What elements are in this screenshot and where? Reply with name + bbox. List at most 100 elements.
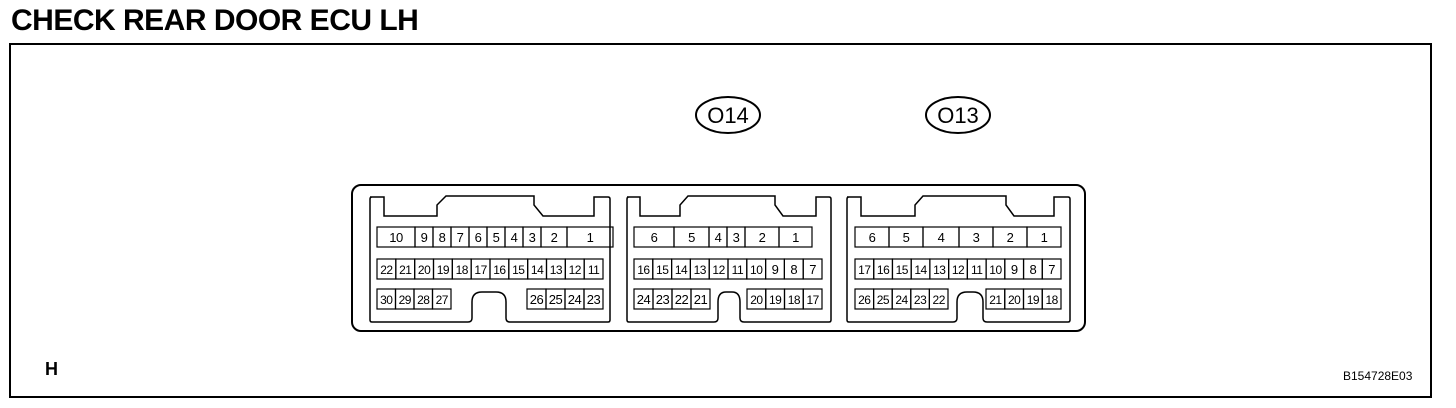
pin-number: 19	[769, 293, 782, 307]
pin-number: 17	[806, 293, 819, 307]
pin-number: 20	[418, 263, 431, 277]
pin-number: 13	[550, 263, 563, 277]
pin-number: 24	[568, 292, 582, 307]
pin-cell	[566, 226, 614, 248]
pin-number: 24	[895, 293, 908, 307]
diagram-frame	[9, 43, 1432, 398]
pin-number: 16	[493, 263, 506, 277]
pin-number: 21	[694, 292, 708, 307]
pin-number: 22	[933, 293, 946, 307]
pin-cell	[1041, 258, 1062, 280]
connector-outline	[369, 195, 611, 323]
connector-outline	[626, 195, 832, 323]
pin-number: 20	[750, 293, 763, 307]
pin-number: 7	[1048, 262, 1055, 277]
pin-cell	[431, 288, 452, 310]
pin-cell	[778, 226, 813, 248]
pin-cell	[1026, 226, 1062, 248]
pin-number: 3	[529, 230, 536, 245]
pin-number: 4	[715, 230, 722, 245]
figure-id: B154728E03	[1343, 369, 1413, 383]
pin-number: 21	[989, 293, 1002, 307]
page-title: CHECK REAR DOOR ECU LH	[11, 4, 419, 37]
pin-cell	[583, 258, 604, 280]
pin-number: 12	[569, 263, 582, 277]
pin-number: 24	[637, 292, 651, 307]
pin-number: 14	[531, 263, 544, 277]
pin-number: 25	[549, 292, 563, 307]
pin-number: 2	[1007, 230, 1014, 245]
pin-number: 5	[493, 230, 500, 245]
pin-number: 10	[389, 230, 403, 245]
pin-number: 23	[656, 292, 670, 307]
pin-cell	[802, 258, 823, 280]
pin-number: 23	[587, 292, 601, 307]
pin-number: 11	[732, 263, 744, 277]
pin-number: 5	[903, 230, 910, 245]
connector-code-label: O14	[707, 103, 749, 128]
pin-number: 18	[1045, 293, 1058, 307]
pin-number: 16	[877, 263, 890, 277]
pin-number: 18	[456, 263, 469, 277]
pin-number: 5	[688, 230, 695, 245]
pin-number: 12	[952, 263, 965, 277]
pin-number: 30	[380, 293, 393, 307]
pin-number: 3	[973, 230, 980, 245]
connector-outline	[846, 195, 1071, 323]
ecu-housing	[351, 184, 1086, 332]
pin-number: 19	[1027, 293, 1040, 307]
pin-number: 23	[914, 293, 927, 307]
pin-number: 8	[439, 230, 446, 245]
pin-number: 1	[1041, 230, 1048, 245]
pin-number: 4	[938, 230, 945, 245]
pin-number: 1	[792, 230, 799, 245]
pin-number: 15	[896, 263, 909, 277]
pin-number: 17	[858, 263, 871, 277]
pin-number: 2	[759, 230, 766, 245]
pin-number: 17	[474, 263, 487, 277]
pin-number: 29	[399, 293, 412, 307]
pin-number: 9	[772, 262, 779, 277]
pin-number: 8	[1030, 262, 1037, 277]
connector-code-badge	[695, 96, 761, 134]
pin-number: 9	[1011, 262, 1018, 277]
pin-number: 20	[1008, 293, 1021, 307]
pin-number: 19	[437, 263, 450, 277]
pin-number: 12	[712, 263, 725, 277]
pin-number: 21	[399, 263, 412, 277]
pin-number: 3	[733, 230, 740, 245]
pin-number: 26	[858, 293, 871, 307]
pin-number: 26	[530, 292, 544, 307]
pin-number: 1	[587, 230, 594, 245]
pin-cell	[1041, 288, 1062, 310]
pin-number: 4	[511, 230, 518, 245]
pin-number: 7	[809, 262, 816, 277]
pin-cell	[802, 288, 823, 310]
pin-number: 6	[651, 230, 658, 245]
connector-code-badge	[925, 96, 991, 134]
pin-cell	[928, 288, 949, 310]
pin-number: 11	[588, 263, 600, 277]
pin-number: 14	[675, 263, 688, 277]
pin-number: 18	[788, 293, 801, 307]
pin-number: 15	[512, 263, 525, 277]
pin-number: 9	[421, 230, 428, 245]
pin-number: 10	[989, 263, 1002, 277]
pin-number: 22	[380, 263, 393, 277]
pin-number: 14	[914, 263, 927, 277]
pin-number: 7	[457, 230, 464, 245]
pin-cell	[583, 288, 604, 310]
pin-number: 25	[877, 293, 890, 307]
pin-number: 2	[551, 230, 558, 245]
pin-number: 10	[750, 263, 763, 277]
pin-number: 13	[933, 263, 946, 277]
pin-number: 28	[417, 293, 430, 307]
pin-number: 6	[475, 230, 482, 245]
pin-number: 22	[675, 292, 689, 307]
view-letter: H	[45, 359, 58, 379]
pin-number: 8	[790, 262, 797, 277]
